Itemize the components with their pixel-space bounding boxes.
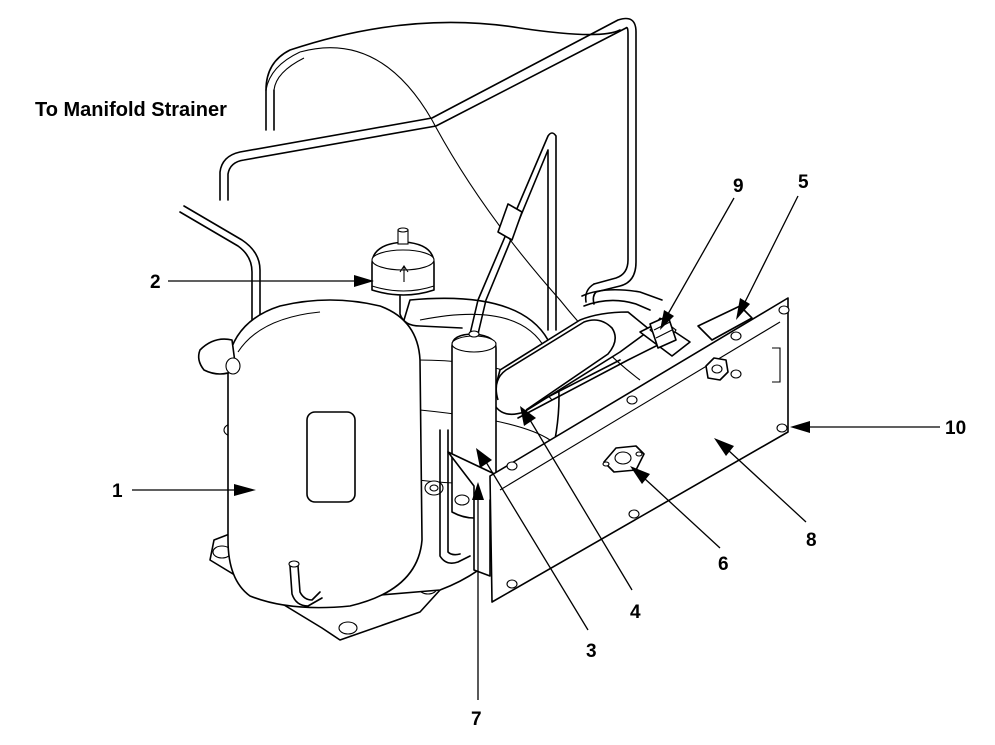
capillary-tube: [469, 132, 557, 335]
callout-7: 7: [471, 709, 482, 730]
callout-2: 2: [150, 272, 161, 293]
callout-3: 3: [586, 641, 597, 662]
top-canister: [371, 227, 463, 329]
callout-5: 5: [798, 172, 809, 193]
callout-8: 8: [806, 530, 817, 551]
mounting-panel: [489, 297, 790, 603]
callout-9: 9: [733, 176, 744, 197]
service-fitting: [649, 315, 677, 349]
callout-10: 10: [945, 418, 966, 439]
manifold-strainer-caption: To Manifold Strainer: [35, 99, 227, 121]
callout-6: 6: [718, 554, 729, 575]
callout-4: 4: [630, 602, 641, 623]
leader-lines: [132, 195, 940, 700]
callout-1: 1: [112, 481, 123, 502]
